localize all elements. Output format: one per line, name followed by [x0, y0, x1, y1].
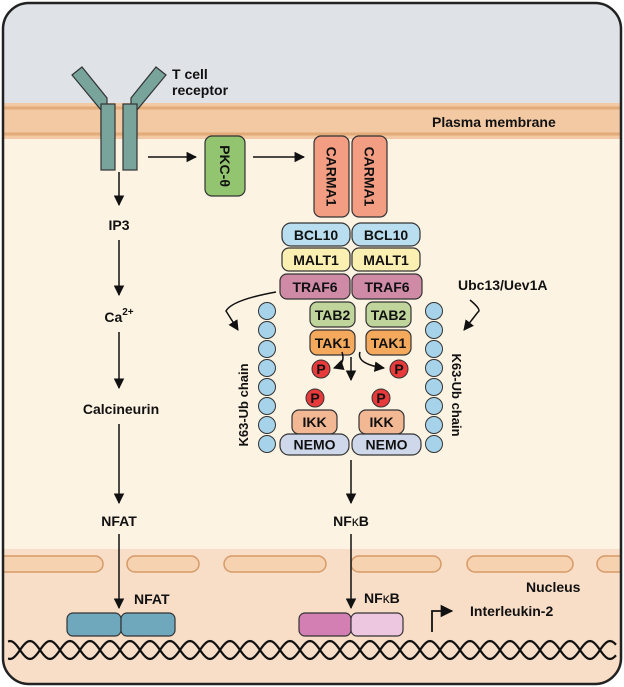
bcl10-left-label: BCL10: [294, 227, 339, 243]
phosphate-ikk-right: [371, 388, 391, 408]
phosphate-tak1-right-label: P: [394, 361, 403, 377]
nemo-left-label: NEMO: [294, 437, 336, 453]
phosphate-tak1-right: [389, 359, 409, 379]
ikk-left-label: IKK: [302, 414, 326, 430]
nfat-nucleus-label: NFAT: [134, 591, 170, 607]
malt1-left-label: MALT1: [293, 252, 339, 268]
nfkb-dimer-right: [350, 612, 404, 637]
tak1-right-box: [365, 329, 412, 356]
bcl10-right-box: [351, 222, 421, 247]
plasma-membrane-label: Plasma membrane: [432, 114, 556, 130]
receptor-label-line2: receptor: [172, 82, 229, 98]
tak1-left-label: TAK1: [315, 335, 351, 351]
traf6-right-box: [351, 273, 423, 300]
carma1-left-label: CARMA1: [324, 147, 340, 207]
nfkb-dimer-left: [298, 612, 352, 637]
malt1-right-box: [351, 247, 421, 272]
transcription-start-arrow: [431, 604, 454, 632]
arrow-ubc-to-right-chain: [463, 299, 480, 331]
traf6-left-box: [279, 273, 351, 300]
pkc-theta-label: PKC-θ: [217, 145, 233, 187]
tab2-left-label: TAB2: [315, 307, 351, 323]
nemo-right-box: [351, 433, 422, 456]
nfat-cytoplasm-label: NFAT: [101, 513, 137, 529]
arrow-tak1-to-ikk-left: [333, 351, 345, 370]
malt1-left-box: [281, 247, 351, 272]
phosphate-tak1-left: [311, 359, 331, 379]
nfkb-cytoplasm-label: NFκB: [333, 513, 369, 529]
arrow-traf6-to-left-chain: [225, 291, 277, 331]
calcineurin-label: Calcineurin: [83, 401, 159, 417]
bcl10-left-box: [281, 222, 351, 247]
interleukin-2-label: Interleukin-2: [470, 603, 553, 619]
phosphate-ikk-left: [305, 388, 325, 408]
nuclear-envelope: [3, 555, 621, 573]
tak1-left-box: [309, 329, 356, 356]
k63-chain-label-left: K63-Ub chain: [236, 363, 251, 446]
nemo-left-box: [279, 433, 350, 456]
malt1-right-label: MALT1: [363, 252, 409, 268]
arrow-tak1-to-ikk-right: [358, 351, 386, 372]
carma1-right-box: [351, 135, 388, 218]
nfat-dimer-right: [120, 612, 176, 637]
bcl10-right-label: BCL10: [364, 227, 409, 243]
phosphate-ikk-right-label: P: [376, 390, 385, 406]
traf6-left-label: TRAF6: [292, 279, 337, 295]
k63-ub-chain-right: [425, 302, 443, 453]
dna-strand-b: [7, 639, 617, 661]
carma1-right-label: CARMA1: [362, 147, 378, 207]
tak1-right-label: TAK1: [371, 335, 407, 351]
ip3-label: IP3: [108, 217, 129, 233]
traf6-right-label: TRAF6: [364, 279, 409, 295]
k63-ub-chain-left: [258, 302, 276, 453]
tab2-left-box: [309, 301, 356, 328]
calcium-label: Ca2+: [104, 307, 133, 325]
pkc-theta-box: [204, 135, 246, 197]
dna-helix: [7, 639, 617, 661]
t-cell-receptor: [71, 66, 167, 171]
dna-strand-a: [7, 639, 617, 661]
ubc13-uev1a-label: Ubc13/Uev1A: [458, 277, 548, 293]
carma1-left-box: [313, 135, 350, 218]
tab2-right-label: TAB2: [371, 307, 407, 323]
nemo-right-label: NEMO: [366, 437, 408, 453]
nfat-dimer-left: [66, 612, 122, 637]
receptor-label-line1: T cell: [172, 66, 208, 82]
extracellular-space: [3, 3, 621, 103]
phosphate-ikk-left-label: P: [310, 390, 319, 406]
k63-chain-label-right: K63-Ub chain: [449, 353, 464, 436]
ikk-right-label: IKK: [369, 414, 393, 430]
phosphate-tak1-left-label: P: [316, 361, 325, 377]
nfkb-nucleus-label: NFκB: [364, 590, 400, 606]
tab2-right-box: [365, 301, 412, 328]
nucleus-label: Nucleus: [526, 579, 581, 595]
